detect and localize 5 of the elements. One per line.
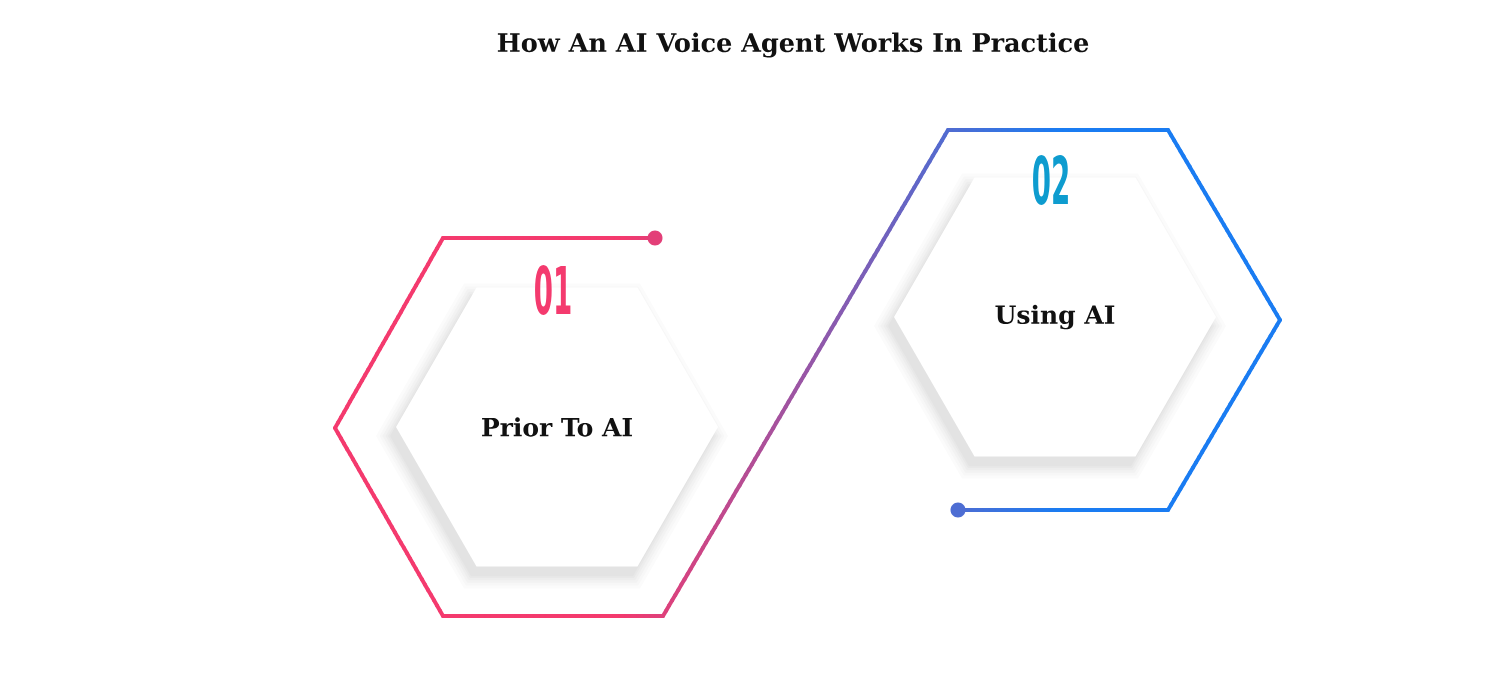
step-number: 01 xyxy=(535,265,571,315)
node-label: Prior To AI xyxy=(482,417,632,437)
step-number: 02 xyxy=(1033,155,1068,205)
node-label: Using AI xyxy=(995,304,1115,330)
title: How An AI Voice Agent Works In Practice xyxy=(497,32,1089,58)
